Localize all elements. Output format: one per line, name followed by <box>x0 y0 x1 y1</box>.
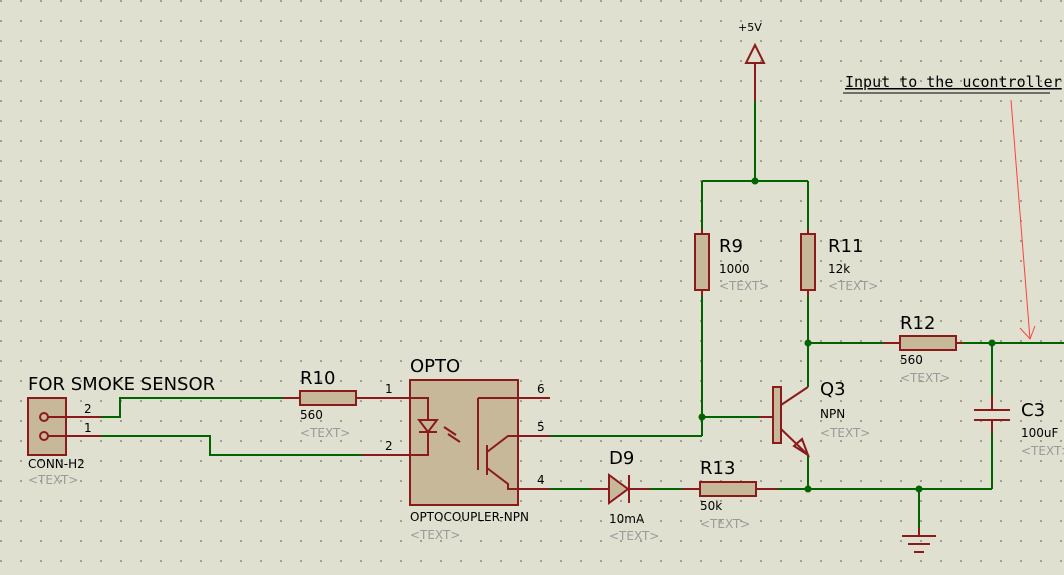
r11-name: R11 <box>828 236 863 257</box>
annotation-arrowhead <box>1019 325 1036 340</box>
power-terminal-5v[interactable]: +5V <box>738 21 766 101</box>
d9-value: 10mA <box>609 512 645 526</box>
opto-text: <TEXT> <box>410 528 460 542</box>
opto-pin-1: 1 <box>385 382 393 396</box>
r9-name: R9 <box>719 236 743 257</box>
connector-title: FOR SMOKE SENSOR <box>28 374 215 395</box>
c3-text: <TEXT> <box>1021 444 1064 458</box>
connector-conn-h2[interactable]: 2 1 FOR SMOKE SENSOR CONN-H2 <TEXT> <box>27 374 215 487</box>
r11-value: 12k <box>828 262 850 276</box>
junctions <box>698 177 996 493</box>
transistor-q3[interactable]: Q3 NPN <TEXT> <box>759 379 870 458</box>
r10-text: <TEXT> <box>300 426 350 440</box>
connector-pin-1: 1 <box>84 421 92 435</box>
opto-part: OPTOCOUPLER-NPN <box>410 510 529 524</box>
capacitor-c3[interactable]: C3 100uF <TEXT> <box>974 396 1064 458</box>
opto-pin-5: 5 <box>537 420 545 434</box>
d9-name: D9 <box>609 448 634 469</box>
q3-text: <TEXT> <box>820 426 870 440</box>
diode-d9[interactable]: D9 10mA <TEXT> <box>590 448 659 543</box>
resistor-r13[interactable]: R13 50k <TEXT> <box>682 458 778 531</box>
r10-name: R10 <box>300 368 335 389</box>
power-label: +5V <box>738 21 762 34</box>
r13-value: 50k <box>700 499 722 513</box>
resistor-r9[interactable]: R9 1000 <TEXT> <box>694 229 769 296</box>
opto-pin-6: 6 <box>537 382 545 396</box>
r9-value: 1000 <box>719 262 750 276</box>
r13-name: R13 <box>700 458 735 479</box>
resistor-r10[interactable]: R10 560 <TEXT> <box>283 368 410 440</box>
r9-text: <TEXT> <box>719 279 769 293</box>
annotation-arrow <box>1010 99 1031 340</box>
c3-value: 100uF <box>1021 426 1059 440</box>
note-text: Input to the ucontroller <box>845 73 1062 91</box>
connector-pin-2: 2 <box>84 402 92 416</box>
opto-pin-4: 4 <box>537 473 545 487</box>
r12-text: <TEXT> <box>900 371 950 385</box>
resistor-r12[interactable]: R12 560 <TEXT> <box>883 313 963 385</box>
r13-text: <TEXT> <box>700 517 750 531</box>
r10-value: 560 <box>300 408 323 422</box>
q3-value: NPN <box>820 407 845 421</box>
wires <box>101 101 1064 528</box>
resistor-r11[interactable]: R11 12k <TEXT> <box>800 229 878 296</box>
ground-symbol[interactable] <box>902 528 936 553</box>
c3-name: C3 <box>1021 400 1045 421</box>
r12-name: R12 <box>900 313 935 334</box>
opto-pin-2: 2 <box>385 439 393 453</box>
opto-name: OPTO <box>410 356 460 377</box>
r11-text: <TEXT> <box>828 279 878 293</box>
q3-name: Q3 <box>820 379 846 400</box>
r12-value: 560 <box>900 353 923 367</box>
optocoupler[interactable]: OPTO 1 2 6 5 4 OPTOCOUPLER-NPN <TEXT> <box>362 356 550 542</box>
connector-part: CONN-H2 <box>28 457 85 471</box>
d9-text: <TEXT> <box>609 529 659 543</box>
connector-text: <TEXT> <box>28 473 78 487</box>
annotation-note: Input to the ucontroller <box>843 73 1062 340</box>
